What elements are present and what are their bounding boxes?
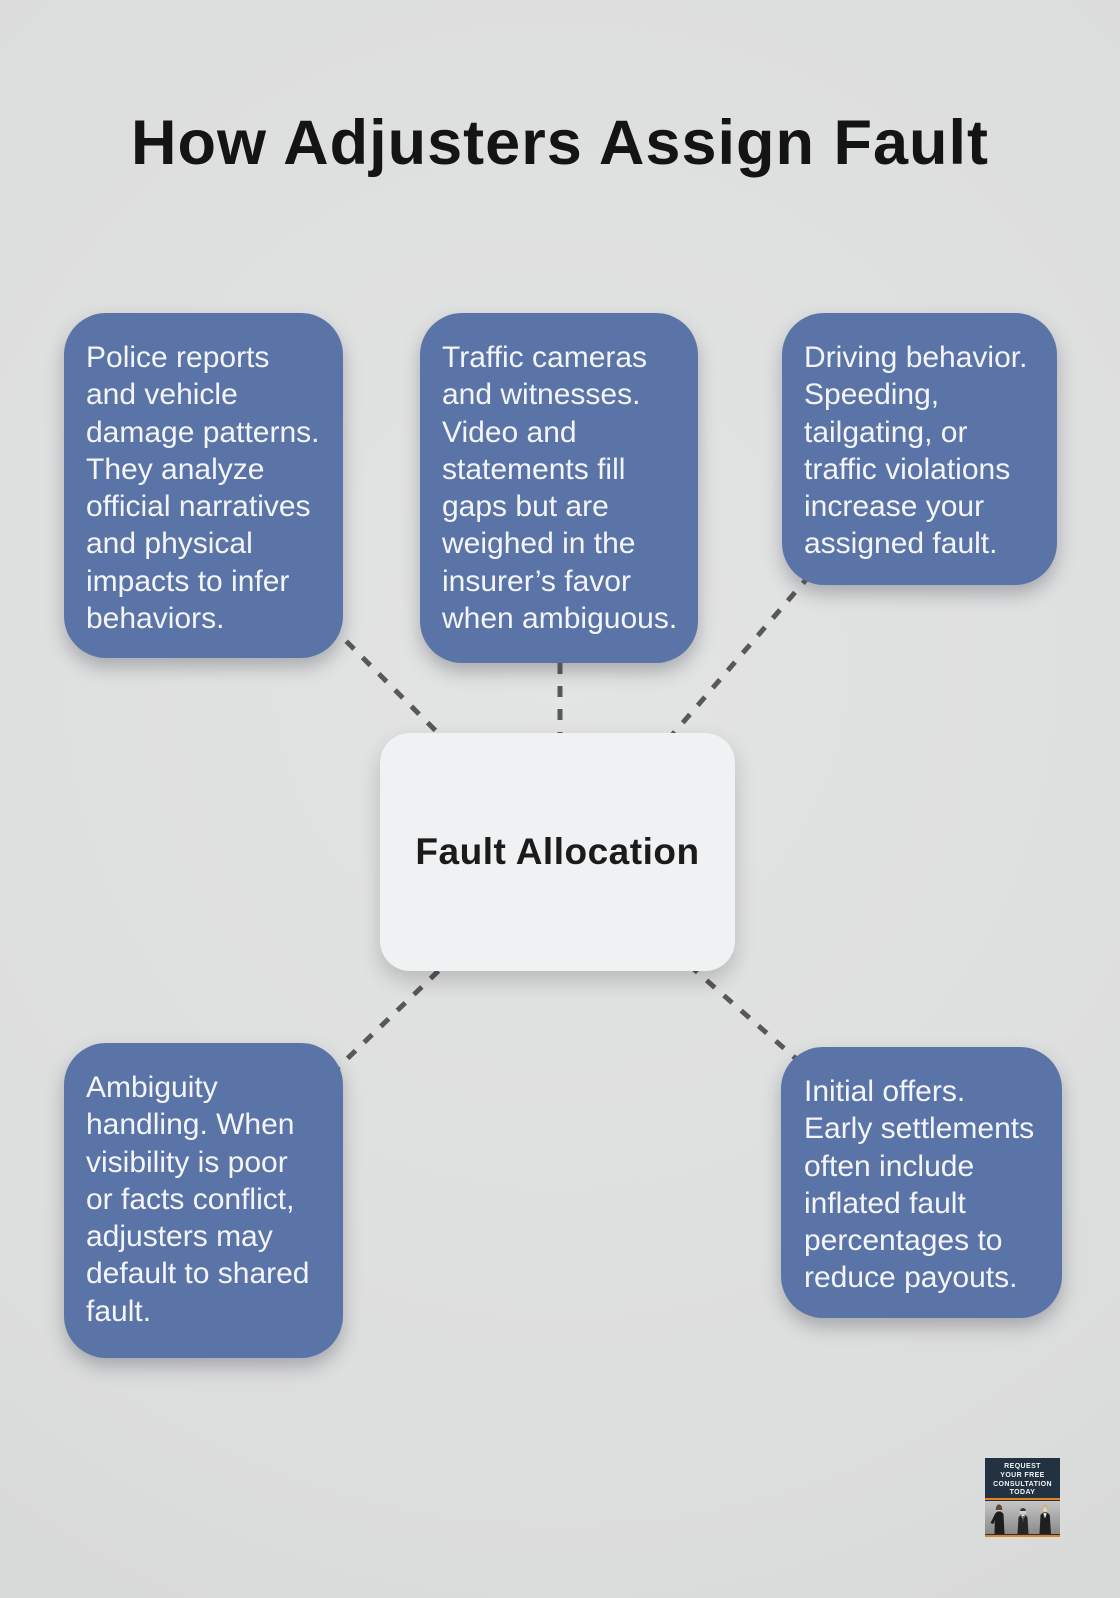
consultation-cta-badge[interactable]: REQUEST YOUR FREE CONSULTATION TODAY bbox=[985, 1458, 1060, 1537]
attorneys-photo bbox=[985, 1501, 1060, 1534]
cta-line-4: TODAY bbox=[1009, 1489, 1036, 1497]
center-node-label: Fault Allocation bbox=[415, 831, 700, 872]
node-traffic-cameras: Traffic cameras and witnesses. Video and… bbox=[420, 313, 698, 663]
connector-top-right bbox=[653, 573, 812, 757]
node-ambiguity-handling-text: Ambiguity handling. When visibility is p… bbox=[86, 1071, 310, 1328]
cta-orange-divider bbox=[985, 1498, 1060, 1500]
cta-line-1: REQUEST bbox=[1004, 1463, 1041, 1471]
node-traffic-cameras-text: Traffic cameras and witnesses. Video and… bbox=[442, 341, 678, 636]
cta-line-3: CONSULTATION bbox=[993, 1480, 1052, 1488]
node-police-reports: Police reports and vehicle damage patter… bbox=[64, 313, 343, 658]
connector-top-left bbox=[328, 623, 457, 752]
node-initial-offers-text: Initial offers. Early settlements often … bbox=[804, 1075, 1035, 1295]
connector-bottom-right bbox=[670, 948, 820, 1080]
node-initial-offers: Initial offers. Early settlements often … bbox=[781, 1047, 1062, 1318]
cta-bottom-divider bbox=[985, 1535, 1060, 1537]
connector-bottom-left bbox=[323, 953, 457, 1082]
node-driving-behavior: Driving behavior. Speeding, tailgating, … bbox=[782, 313, 1057, 585]
page-title: How Adjusters Assign Fault bbox=[131, 108, 989, 178]
consultation-cta-text: REQUEST YOUR FREE CONSULTATION TODAY bbox=[985, 1458, 1060, 1498]
center-node-fault-allocation: Fault Allocation bbox=[380, 733, 735, 971]
node-driving-behavior-text: Driving behavior. Speeding, tailgating, … bbox=[804, 341, 1028, 561]
node-police-reports-text: Police reports and vehicle damage patter… bbox=[86, 341, 320, 636]
node-ambiguity-handling: Ambiguity handling. When visibility is p… bbox=[64, 1043, 343, 1358]
cta-line-2: YOUR FREE bbox=[1000, 1471, 1045, 1479]
